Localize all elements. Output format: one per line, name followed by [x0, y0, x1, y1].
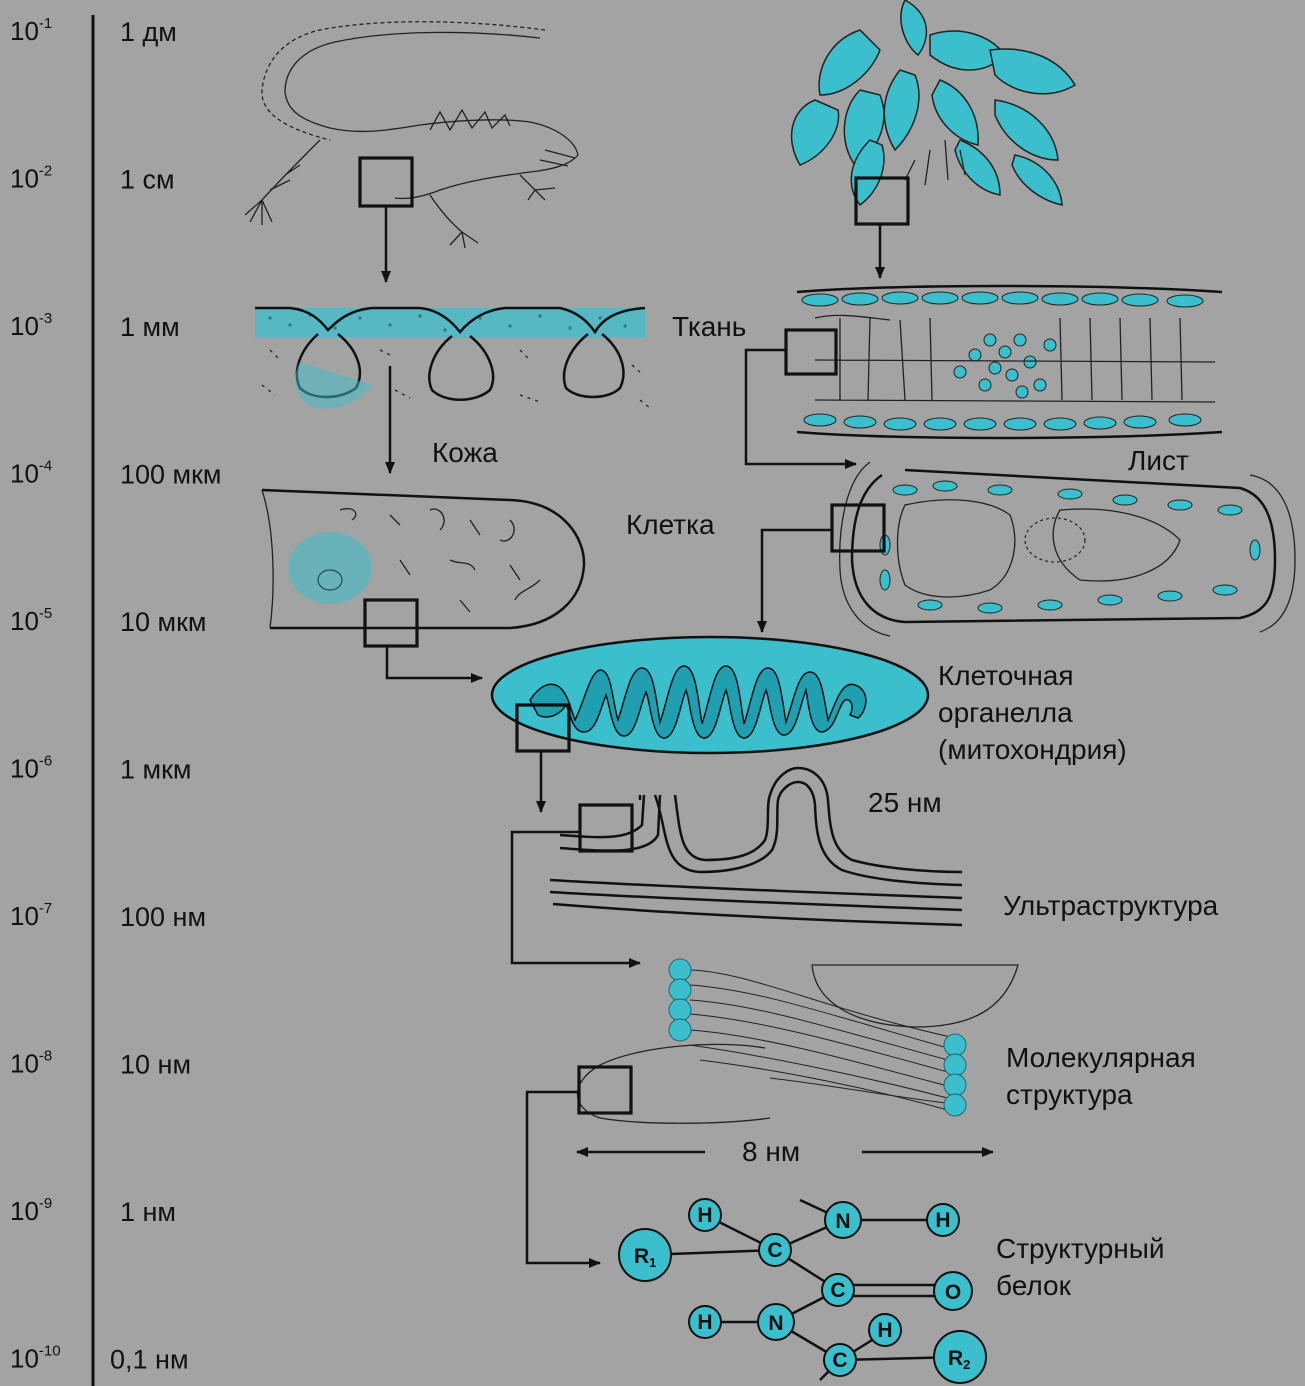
label-organelle-line2: органелла: [938, 697, 1073, 728]
label-cell: Клетка: [626, 509, 715, 540]
label-organelle-line1: Клеточная: [938, 660, 1074, 691]
scale-unit-0: 1 дм: [120, 17, 177, 47]
scale-power-9: 10-10: [10, 1343, 61, 1374]
membrane-zoom-box: [580, 805, 632, 851]
atom-c3-label: C: [832, 1349, 847, 1372]
label-membrane-size: 25 нм: [868, 787, 942, 818]
scale-unit-8: 1 нм: [120, 1197, 176, 1227]
atom-c1-label: C: [767, 1239, 782, 1262]
leaf-tissue-drawing: [746, 286, 1222, 464]
scale-power-0: 10-1: [10, 15, 52, 46]
scale-unit-1: 1 см: [120, 165, 175, 195]
animal-cell-drawing: [262, 490, 584, 678]
plant-drawing: [792, 0, 1075, 278]
label-molecular-line1: Молекулярная: [1006, 1042, 1196, 1073]
label-skin: Кожа: [432, 437, 498, 468]
plant-cell-drawing: [762, 462, 1295, 636]
leaf-zoom-box: [786, 330, 836, 374]
atom-o1-label: O: [945, 1281, 961, 1304]
diagram-labels: Ткань Кожа Лист Клетка Клеточная органел…: [432, 311, 1219, 1301]
label-organelle-line3: (митохондрия): [938, 734, 1127, 765]
label-protein-line2: белок: [996, 1270, 1072, 1301]
scale-power-6: 10-7: [10, 900, 52, 931]
label-leaf: Лист: [1128, 445, 1189, 476]
scale-power-5: 10-6: [10, 753, 52, 784]
label-molecular-line2: структура: [1006, 1079, 1133, 1110]
protein-molecule-drawing: R1 H C N H C O H N H C R2: [619, 1199, 986, 1383]
lizard-drawing: [245, 22, 578, 282]
scale-power-2: 10-3: [10, 310, 52, 341]
scale-unit-7: 10 нм: [120, 1050, 191, 1080]
mitochondrion-drawing: [492, 637, 928, 812]
scale-rows: 10-1 1 дм 10-2 1 см 10-3 1 мм 10-4 100 мкм 10-5 1…: [10, 15, 222, 1375]
atom-h4-label: H: [877, 1319, 892, 1342]
atom-h2-label: H: [935, 1209, 950, 1232]
scale-unit-3: 100 мкм: [120, 460, 222, 490]
cell-zoom-box: [365, 600, 417, 646]
scale-unit-9: 0,1 нм: [110, 1345, 189, 1375]
label-tissue: Ткань: [672, 311, 746, 342]
atom-n1-label: N: [835, 1210, 850, 1233]
scale-power-1: 10-2: [10, 163, 52, 194]
scale-power-7: 10-8: [10, 1048, 52, 1079]
atom-h1-label: H: [697, 1204, 712, 1227]
atom-n2-label: N: [768, 1312, 783, 1335]
atom-h3-label: H: [697, 1311, 712, 1334]
scale-unit-2: 1 мм: [120, 312, 180, 342]
label-ultrastructure: Ультраструктура: [1003, 890, 1219, 921]
scale-power-4: 10-5: [10, 605, 52, 636]
atom-c2-label: C: [830, 1279, 845, 1302]
scale-unit-5: 1 мкм: [120, 755, 191, 785]
scale-power-3: 10-4: [10, 458, 52, 489]
scale-unit-4: 10 мкм: [120, 607, 206, 637]
label-bilayer-size: 8 нм: [742, 1136, 800, 1167]
scale-axis: 10-1 1 дм 10-2 1 см 10-3 1 мм 10-4 100 мкм 10-5 1…: [10, 15, 222, 1386]
scale-power-8: 10-9: [10, 1195, 52, 1226]
scale-unit-6: 100 нм: [120, 902, 206, 932]
label-protein-line1: Структурный: [996, 1233, 1165, 1264]
